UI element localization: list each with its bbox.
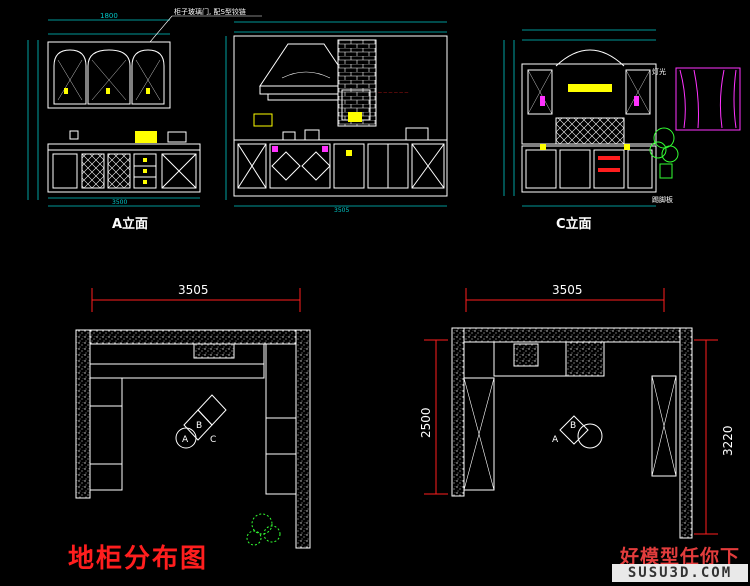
elevation-a-width-dim: 1800 [100,12,118,20]
elevation-b-total-dim: 3505 [334,207,349,214]
elevation-a-note: 柜子玻璃门, 配S型铰链 [174,7,246,16]
svg-text:— — — — — —: — — — — — — [378,90,408,95]
marker-b: B [196,421,202,431]
elevation-a-total-dim: 3500 [112,199,127,206]
elevation-c: 灯光 踢脚板 C立面 [503,29,741,232]
watermark-top-text: 好模型任你下 [619,546,740,568]
plan-right-depth-right-dim: 3220 [721,425,735,456]
plant-icon [246,513,281,546]
elevation-a-label: A立面 [112,216,148,232]
watermark-logo: 好模型任你下 SUSU3D.COM [612,542,748,584]
elevation-a: 1800 柜子玻璃门, 配S型铰链 [27,7,262,232]
plan-right-markers: A B [552,415,603,449]
potted-plant-icon [649,127,679,179]
plan-left-width-dim: 3505 [178,283,209,297]
marker-a-right: A [552,435,559,445]
marker-b-right: B [570,421,576,431]
elevation-c-label: C立面 [556,216,592,232]
elevation-b: — — — — — — 3505 [225,21,448,214]
plan-right-width-dim: 3505 [552,283,583,297]
plan-title: 地柜分布图 [68,544,209,574]
floor-plan-left: 3505 A B C [75,283,311,549]
watermark-bottom-text: SUSU3D.COM [612,564,748,582]
plan-right-depth-left-dim: 2500 [419,407,433,438]
marker-c: C [210,435,216,445]
curtain-icon [675,67,741,131]
elevation-c-note-light: 灯光 [652,67,666,76]
elevation-c-note-board: 踢脚板 [652,195,673,204]
floor-plan-right: 3505 2500 3220 A B [419,283,735,539]
plan-left-markers: A B C [175,394,227,449]
marker-a: A [182,435,189,445]
